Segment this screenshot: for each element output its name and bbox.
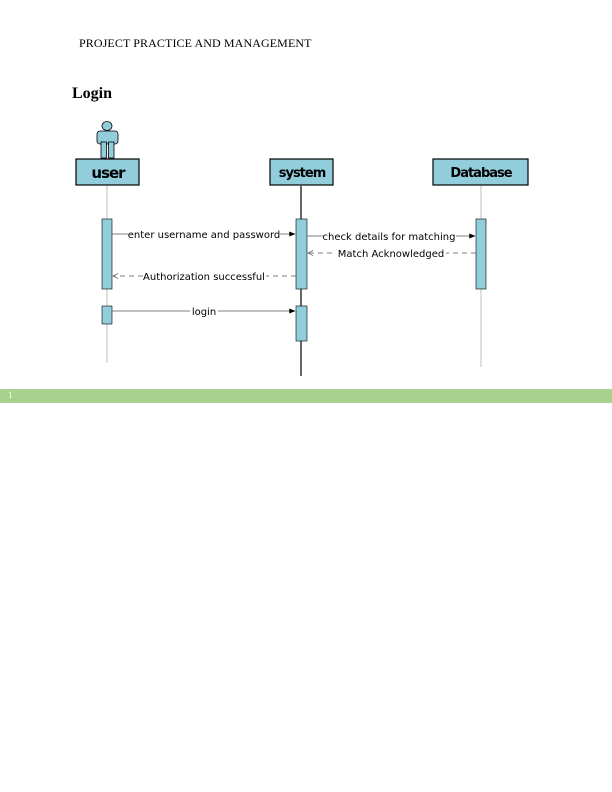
message-check-details: check details for matching bbox=[307, 229, 476, 243]
participant-user: user bbox=[75, 158, 140, 186]
footer-bar: 1 bbox=[0, 389, 612, 403]
message-label: login bbox=[192, 307, 216, 318]
page-number: 1 bbox=[8, 390, 13, 400]
activation-user-1 bbox=[101, 218, 113, 290]
participant-label-database: Database bbox=[450, 166, 512, 181]
participant-database: Database bbox=[432, 158, 529, 186]
message-enter-credentials: enter username and password bbox=[112, 227, 296, 241]
activation-system-2 bbox=[295, 305, 308, 342]
participant-label-system: system bbox=[279, 166, 326, 181]
message-label: Authorization successful bbox=[143, 272, 265, 283]
participant-system: system bbox=[269, 158, 334, 186]
sequence-diagram: user system Database enter username and … bbox=[75, 121, 529, 376]
message-label: Match Acknowledged bbox=[338, 249, 444, 260]
participant-label-user: user bbox=[91, 164, 126, 182]
message-label: check details for matching bbox=[323, 232, 456, 243]
actor-icon bbox=[96, 121, 119, 159]
section-title: Login bbox=[72, 85, 113, 102]
message-authorization-successful: Authorization successful bbox=[113, 269, 296, 283]
activation-system-1 bbox=[295, 218, 308, 290]
activation-database-1 bbox=[475, 218, 487, 290]
message-login: login bbox=[112, 304, 296, 318]
message-label: enter username and password bbox=[128, 230, 281, 241]
activation-user-2 bbox=[101, 305, 113, 325]
message-match-acknowledged: Match Acknowledged bbox=[308, 246, 476, 260]
page-header-title: PROJECT PRACTICE AND MANAGEMENT bbox=[79, 36, 312, 50]
